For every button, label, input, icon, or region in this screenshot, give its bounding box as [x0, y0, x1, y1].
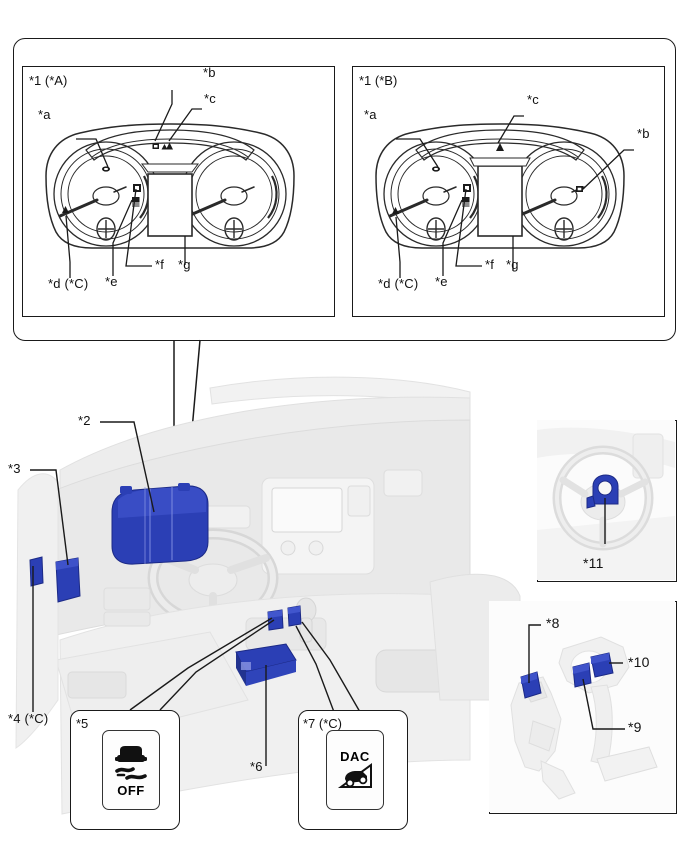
pedal-callout-10: *10	[628, 654, 650, 670]
dac-button[interactable]: DAC	[326, 730, 384, 810]
pedal-assembly-illustration	[489, 601, 675, 812]
left-callout-d: *d (*C)	[48, 276, 89, 291]
right-cluster-title: *1 (*B)	[359, 73, 398, 88]
part-skid-control-ecu	[235, 643, 297, 686]
right-callout-c: *c	[527, 92, 539, 107]
accelerator-pedal	[510, 676, 576, 800]
pedal-callout-9: *9	[628, 719, 642, 735]
part-steering-angle-sensor	[586, 474, 619, 509]
part-vsc-off-switch	[267, 609, 284, 631]
dash-callout-4: *4 (*C)	[8, 711, 49, 726]
part-accelerator-pedal-sensor	[520, 671, 542, 699]
left-callout-b: *b	[203, 65, 216, 80]
vsc-off-box-title: *5	[76, 716, 89, 731]
left-callout-f: *f	[155, 257, 165, 272]
right-callout-e: *e	[435, 274, 448, 289]
dash-callout-2: *2	[78, 413, 91, 428]
part-stop-lamp-switch	[572, 662, 592, 688]
right-callout-d: *d (*C)	[378, 276, 419, 291]
right-cluster-artwork	[374, 122, 626, 250]
pedal-callout-8: *8	[546, 615, 560, 631]
left-callout-c: *c	[204, 91, 216, 106]
dash-callout-6: *6	[250, 759, 263, 774]
steering-wheel-illustration	[537, 420, 675, 580]
left-callout-g: *g	[178, 257, 191, 272]
vsc-off-icon	[115, 746, 147, 780]
steering-callout-11: *11	[583, 555, 604, 571]
right-cluster-leaders	[395, 115, 634, 278]
dac-downhill-icon	[337, 763, 372, 788]
part-meter-assembly	[111, 483, 209, 565]
vsc-off-button[interactable]: OFF	[102, 730, 160, 810]
dash-callout-3: *3	[8, 461, 21, 476]
vsc-off-label: OFF	[117, 783, 145, 798]
dashboard-leaders	[30, 421, 361, 766]
left-cluster-leaders	[65, 90, 202, 278]
part-dac-switch	[287, 605, 302, 627]
left-cluster-artwork	[44, 122, 296, 250]
right-callout-f: *f	[485, 257, 495, 272]
dac-label: DAC	[340, 749, 370, 764]
left-cluster-title: *1 (*A)	[29, 73, 68, 88]
right-callout-a: *a	[364, 107, 377, 122]
left-callout-e: *e	[105, 274, 118, 289]
highlighted-parts-blue	[29, 483, 302, 686]
dac-box-title: *7 (*C)	[303, 716, 343, 731]
part-yaw-rate-sensor-bracket	[55, 557, 81, 603]
right-callout-g: *g	[506, 257, 519, 272]
part-brake-pedal-connector	[590, 652, 614, 678]
right-callout-b: *b	[637, 126, 650, 141]
part-left-edge-clip	[29, 556, 44, 587]
left-callout-a: *a	[38, 107, 51, 122]
